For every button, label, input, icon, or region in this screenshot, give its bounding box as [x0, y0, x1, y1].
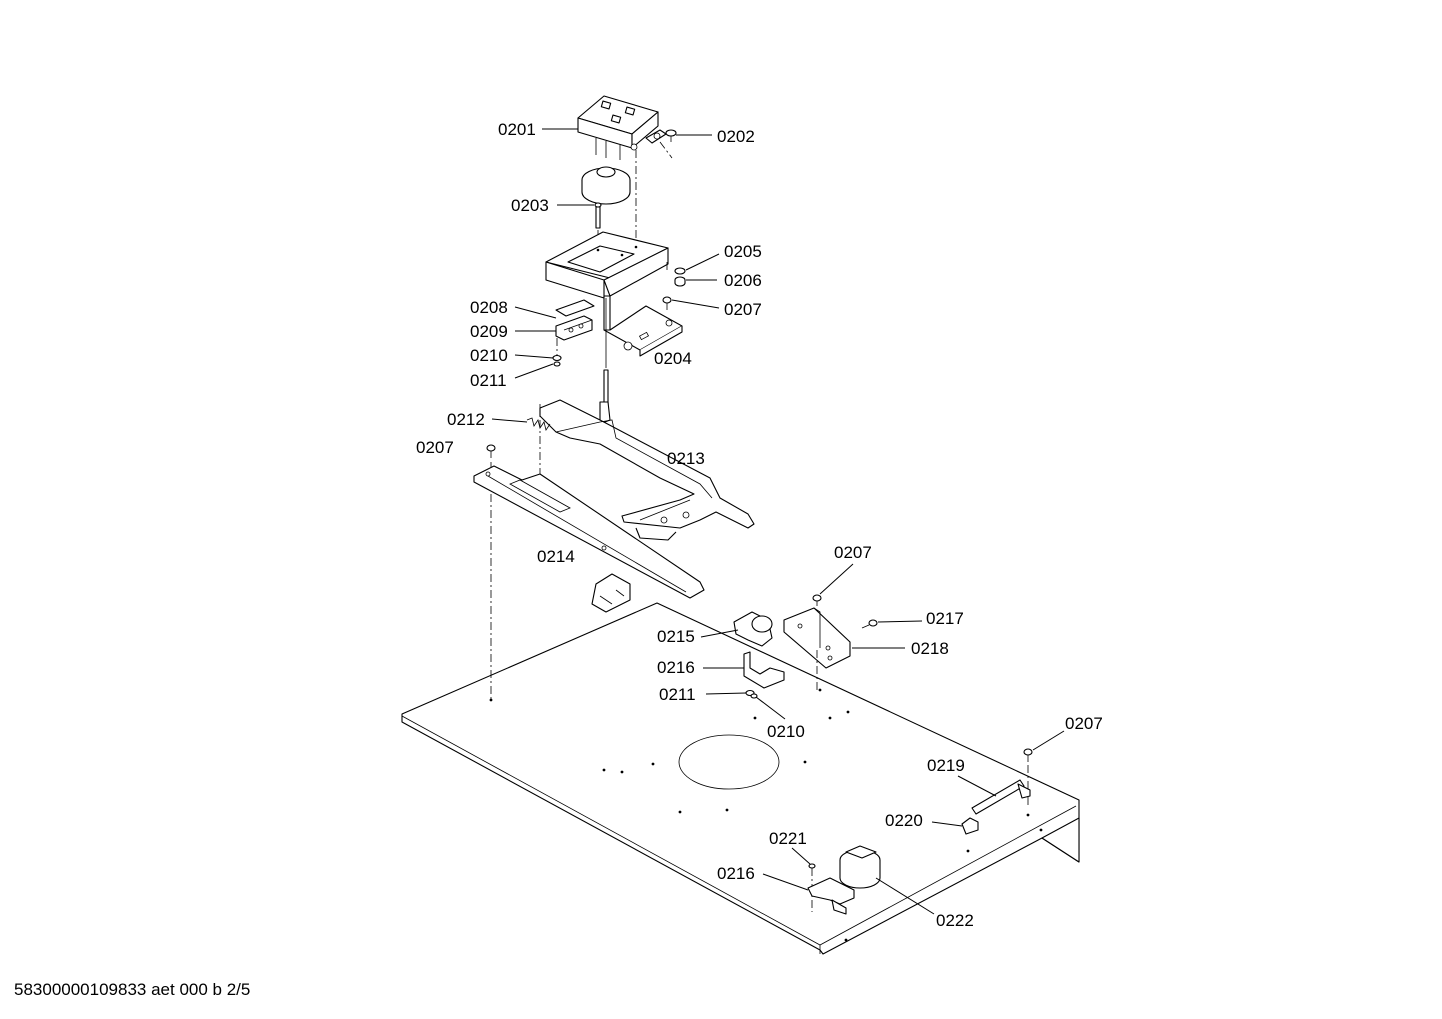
label-0218: 0218 — [911, 639, 949, 658]
drawing-reference: 58300000109833 aet 000 b 2/5 — [14, 980, 251, 999]
label-0210-top: 0210 — [470, 346, 508, 365]
screw-0203 — [594, 202, 602, 229]
label-0203: 0203 — [511, 196, 549, 215]
leader-lines — [491, 128, 1065, 915]
label-0219: 0219 — [927, 756, 965, 775]
screw-0217 — [861, 619, 878, 629]
label-0211-lower: 0211 — [659, 685, 696, 704]
label-0214: 0214 — [537, 547, 575, 566]
thermostat-0222 — [839, 845, 881, 889]
nut-0206 — [674, 276, 686, 287]
motor-unit — [577, 95, 667, 205]
label-0216-upper: 0216 — [657, 658, 695, 677]
screw-0221 — [808, 863, 816, 869]
label-0212: 0212 — [447, 410, 485, 429]
sensor-0215 — [733, 611, 773, 647]
screw-0207-far-right — [1023, 748, 1033, 762]
clip-0216-upper — [743, 651, 785, 689]
label-0208: 0208 — [470, 298, 508, 317]
label-0215: 0215 — [657, 627, 695, 646]
screw-0202 — [665, 129, 677, 142]
nut-0205 — [674, 267, 686, 275]
label-0209: 0209 — [470, 322, 508, 341]
label-0207-right: 0207 — [834, 543, 872, 562]
clip-0216-lower — [807, 877, 855, 915]
screw-0207-left — [486, 444, 496, 458]
screw-0207-right — [812, 594, 822, 606]
label-0201: 0201 — [498, 120, 536, 139]
label-0206: 0206 — [724, 271, 762, 290]
label-0220: 0220 — [885, 811, 923, 830]
label-0222: 0222 — [936, 911, 974, 930]
label-0211-top: 0211 — [470, 371, 507, 390]
lever-arm — [539, 399, 755, 541]
label-0221: 0221 — [769, 829, 807, 848]
label-0207-top: 0207 — [724, 300, 762, 319]
label-0210-lower: 0210 — [767, 722, 805, 741]
label-0207-far-right: 0207 — [1065, 714, 1103, 733]
motor-bracket — [545, 231, 683, 357]
base-plate-holes — [489, 688, 1043, 942]
label-0204: 0204 — [654, 349, 692, 368]
label-0217: 0217 — [926, 609, 964, 628]
label-0205: 0205 — [724, 242, 762, 261]
screw-0207-upper — [662, 296, 672, 310]
label-0202: 0202 — [717, 127, 755, 146]
rod-0219 — [971, 779, 1031, 815]
callout-labels: 0201 0202 0203 0205 0206 0207 0208 0209 … — [416, 120, 1103, 930]
bracket-0220 — [961, 817, 979, 835]
guide-rail — [473, 465, 705, 613]
label-0216-lower: 0216 — [717, 864, 755, 883]
spring-0212 — [526, 417, 551, 431]
bracket-0218 — [783, 607, 851, 669]
label-0207-left: 0207 — [416, 438, 454, 457]
microswitch-assembly — [552, 299, 595, 367]
base-plate — [401, 602, 1080, 955]
label-0213: 0213 — [667, 449, 705, 468]
